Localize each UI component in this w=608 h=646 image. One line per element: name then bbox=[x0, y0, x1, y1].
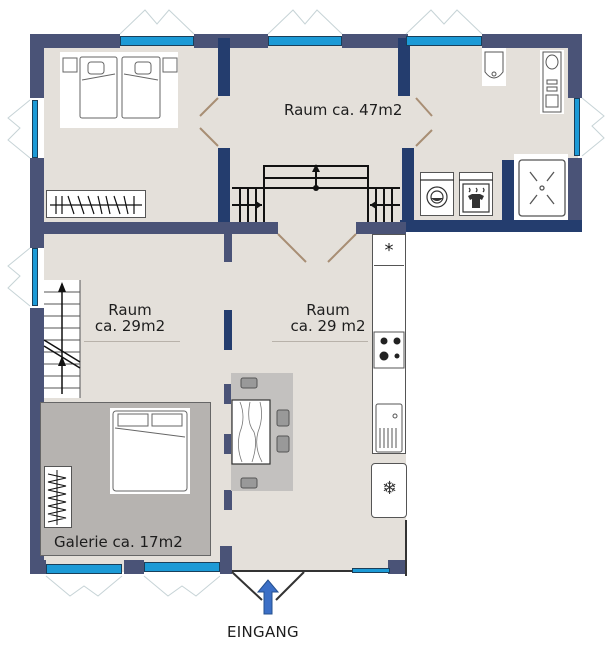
kitchen-counter bbox=[372, 234, 406, 454]
entrance-label: EINGANG bbox=[227, 623, 299, 641]
window-top-1 bbox=[120, 36, 194, 46]
wall-inner-left-bottom bbox=[218, 148, 230, 232]
wall-bottom-left bbox=[30, 560, 46, 574]
room-label-raum-47: Raum ca. 47m2 bbox=[284, 101, 403, 119]
window-top-3 bbox=[406, 36, 482, 46]
snowflake-icon: ❄ bbox=[382, 478, 398, 499]
wall-right-top bbox=[568, 34, 582, 98]
window-left-1 bbox=[32, 100, 38, 158]
wardrobe-top bbox=[46, 190, 146, 218]
wall-shower-divider bbox=[502, 160, 514, 224]
wall-stub-3 bbox=[224, 384, 232, 404]
wall-top-left bbox=[30, 34, 120, 48]
wall-mid-horizontal-left bbox=[30, 222, 278, 234]
fridge: * bbox=[374, 236, 404, 266]
window-bottom-3 bbox=[352, 568, 390, 573]
fridge-asterisk-icon: * bbox=[384, 240, 394, 261]
wall-stub-4 bbox=[224, 434, 232, 454]
window-bottom-2 bbox=[144, 562, 220, 572]
wall-bottom-pillar bbox=[220, 546, 232, 574]
room-label-raum-29-right-line1: Raum bbox=[306, 301, 350, 319]
room-label-raum-29-left: Raum ca. 29m2 bbox=[82, 302, 178, 334]
window-left-2 bbox=[32, 248, 38, 306]
wall-left-top bbox=[30, 34, 44, 98]
room-label-raum-29-right: Raum ca. 29 m2 bbox=[280, 302, 376, 334]
room-label-galerie: Galerie ca. 17m2 bbox=[54, 533, 183, 551]
dimension-line-left bbox=[84, 341, 180, 342]
wall-bottom-line-right bbox=[304, 570, 354, 572]
washing-machine bbox=[420, 172, 454, 216]
window-top-2 bbox=[268, 36, 342, 46]
wall-bottom-mid bbox=[124, 560, 144, 574]
wall-stub-2 bbox=[224, 310, 232, 350]
room-label-raum-29-left-line1: Raum bbox=[108, 301, 152, 319]
window-right-1 bbox=[574, 98, 580, 156]
wall-bottom-right bbox=[388, 560, 406, 574]
shower-tray bbox=[514, 154, 568, 220]
wall-mid-horizontal-right bbox=[356, 222, 406, 234]
wall-right-bottom-edge bbox=[400, 220, 582, 232]
wall-stub-5 bbox=[224, 490, 232, 510]
wall-inner-right-bottom bbox=[402, 148, 414, 232]
freezer: ❄ bbox=[371, 463, 407, 518]
sink-vanity bbox=[540, 50, 564, 114]
galerie-bed bbox=[110, 408, 190, 494]
toilet bbox=[482, 48, 506, 86]
wall-right-bottom bbox=[568, 158, 582, 232]
wall-inner-left-top bbox=[218, 38, 230, 96]
wall-bottom-line-left bbox=[232, 570, 304, 572]
wall-stub-1 bbox=[224, 232, 232, 262]
wall-top-right bbox=[482, 34, 582, 48]
wall-inner-right-top bbox=[398, 38, 410, 96]
wall-top-mid1 bbox=[194, 34, 268, 48]
window-bottom-1 bbox=[46, 564, 122, 574]
room-label-raum-29-left-line2: ca. 29m2 bbox=[94, 317, 166, 335]
wall-right-line bbox=[405, 520, 407, 576]
room-label-raum-29-right-line2: ca. 29 m2 bbox=[290, 317, 366, 335]
wall-top-mid2 bbox=[342, 34, 408, 48]
dimension-line-right bbox=[272, 341, 368, 342]
